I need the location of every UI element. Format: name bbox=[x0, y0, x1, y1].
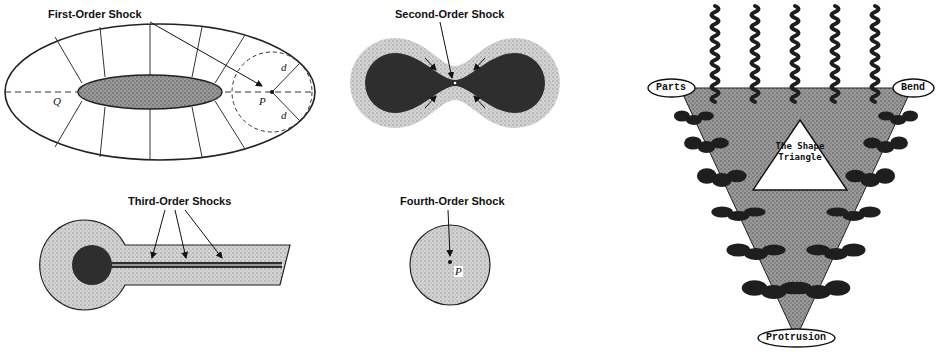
blob-stroke bbox=[674, 111, 714, 126]
node-text: Parts bbox=[656, 83, 686, 93]
blob-stroke bbox=[786, 280, 850, 299]
oval-node: Protrusion bbox=[757, 328, 836, 348]
oval-node: Parts bbox=[647, 78, 696, 98]
shock-title: Second-Order Shock bbox=[395, 9, 504, 20]
shock-title: First-Order Shock bbox=[48, 9, 142, 20]
blob-stroke bbox=[726, 243, 785, 260]
blob-stroke bbox=[878, 111, 918, 126]
node-text: The Shape Triangle bbox=[774, 141, 826, 163]
point-letter: d bbox=[280, 110, 288, 121]
first-order-figure bbox=[5, 22, 315, 160]
oval-node: Bend bbox=[892, 78, 935, 98]
fourth-order-figure bbox=[410, 210, 490, 305]
blob-stroke bbox=[806, 243, 865, 260]
third-order-figure bbox=[40, 210, 290, 310]
blob-stroke bbox=[845, 168, 895, 187]
node-text: Bend bbox=[901, 83, 925, 93]
wave-stroke bbox=[872, 6, 879, 102]
blob-stroke bbox=[826, 207, 880, 222]
wave-stroke bbox=[832, 6, 839, 102]
wave-stroke bbox=[792, 6, 799, 102]
point-letter: P bbox=[454, 266, 463, 277]
blob-stroke bbox=[697, 168, 747, 187]
shock-title: Fourth-Order Shock bbox=[400, 196, 505, 207]
triangle-node: The Shape Triangle bbox=[752, 119, 848, 191]
point-letter: d bbox=[280, 62, 288, 73]
blob-stroke bbox=[684, 136, 729, 153]
point-letter: Q bbox=[52, 96, 62, 107]
shape-triangle-figure bbox=[674, 6, 918, 338]
wave-stroke bbox=[752, 6, 759, 102]
point-letter: P bbox=[258, 96, 267, 107]
blob-stroke bbox=[711, 207, 765, 222]
node-text: Protrusion bbox=[766, 333, 826, 343]
blob-stroke bbox=[863, 136, 908, 153]
shock-title: Third-Order Shocks bbox=[128, 196, 231, 207]
wave-stroke bbox=[712, 6, 719, 102]
second-order-figure bbox=[350, 22, 560, 128]
